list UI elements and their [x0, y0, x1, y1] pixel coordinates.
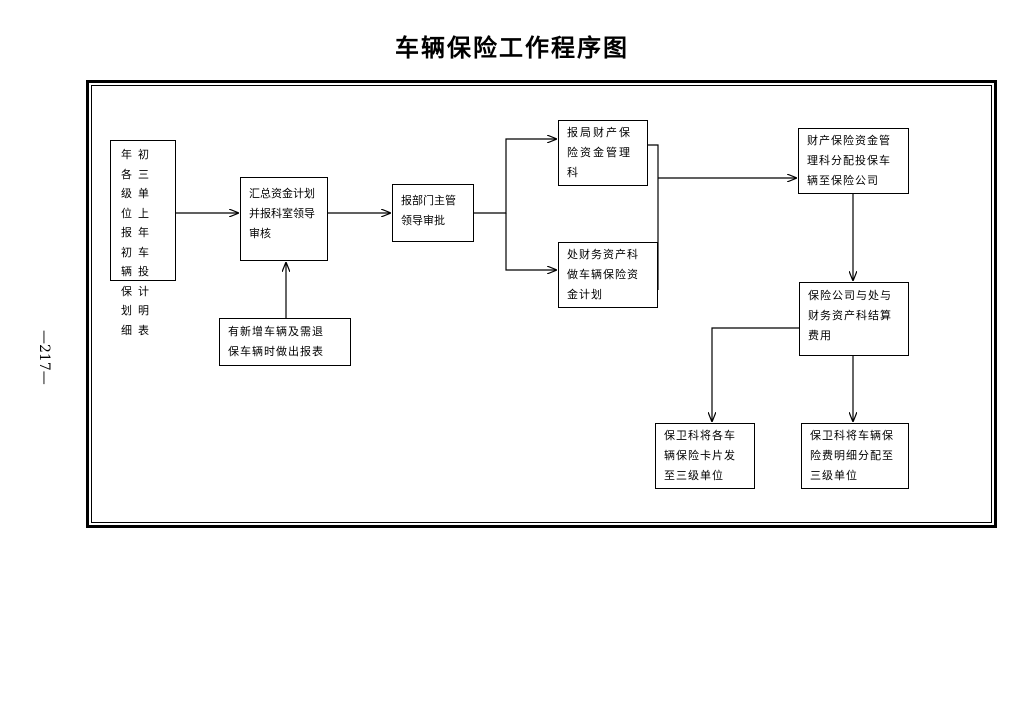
box-summary-plan: 汇总资金计划 并报科室领导 审核	[240, 177, 328, 261]
page-number: —217—	[36, 330, 52, 385]
page-title: 车辆保险工作程序图	[395, 34, 629, 62]
box-line: 保卫科将各车	[664, 429, 736, 442]
arrow-dept-to-bureau	[474, 139, 556, 214]
box-line: 有新增车辆及需退	[228, 325, 324, 338]
box-line: 财务资产科结算	[808, 309, 892, 322]
box-bureau-finance: 报局财产保 险资金管理 科	[558, 120, 648, 186]
box-new-vehicles: 有新增车辆及需退 保车辆时做出报表	[219, 318, 351, 366]
box-section-plan: 处财务资产科 做车辆保险资 金计划	[558, 242, 658, 308]
box-card-distribute: 保卫科将各车 辆保险卡片发 至三级单位	[655, 423, 755, 489]
box-line: 理科分配投保车	[807, 154, 891, 167]
box-settlement: 保险公司与处与 财务资产科结算 费用	[799, 282, 909, 356]
box-line: 辆至保险公司	[807, 174, 879, 187]
box-line: 险资金管理	[567, 146, 632, 159]
box-dept-review: 报部门主管 领导审批	[392, 184, 474, 242]
box-line: 辆保险卡片发	[664, 449, 736, 462]
box-line: 保车辆时做出报表	[228, 345, 324, 358]
box-line: 报局财产保	[567, 126, 632, 139]
box-line: 领导审批	[401, 214, 445, 227]
connector-bureau-section-to-finance	[648, 144, 659, 290]
box-line: 险费明细分配至	[810, 449, 894, 462]
box-line: 报部门主管	[401, 194, 456, 207]
box-line: 保险公司与处与	[808, 289, 892, 302]
box-line: 保卫科将车辆保	[810, 429, 894, 442]
box-finance-allocate: 财产保险资金管 理科分配投保车 辆至保险公司	[798, 128, 909, 194]
box-line: 金计划	[567, 288, 603, 301]
box-line: 审核	[249, 227, 271, 240]
box-line: 费用	[808, 329, 832, 342]
box-line: 汇总资金计划	[249, 187, 315, 200]
box-initial-report: 年初各三级单位上报年初车辆投保计划明细表	[110, 140, 176, 337]
box-line: 财产保险资金管	[807, 134, 891, 147]
diagram-frame-inner	[91, 85, 992, 523]
arrow-settlement-to-card	[712, 327, 799, 421]
arrow-dept-to-section	[505, 213, 556, 270]
box-line: 并报科室领导	[249, 207, 315, 220]
box-line: 至三级单位	[664, 469, 724, 482]
box-line: 三级单位	[810, 469, 858, 482]
box-line: 科	[567, 166, 580, 179]
box-fee-distribute: 保卫科将车辆保 险费明细分配至 三级单位	[801, 423, 909, 489]
box-line: 做车辆保险资	[567, 268, 639, 281]
diagram-frame-outer	[86, 80, 997, 528]
box-line: 处财务资产科	[567, 248, 639, 261]
